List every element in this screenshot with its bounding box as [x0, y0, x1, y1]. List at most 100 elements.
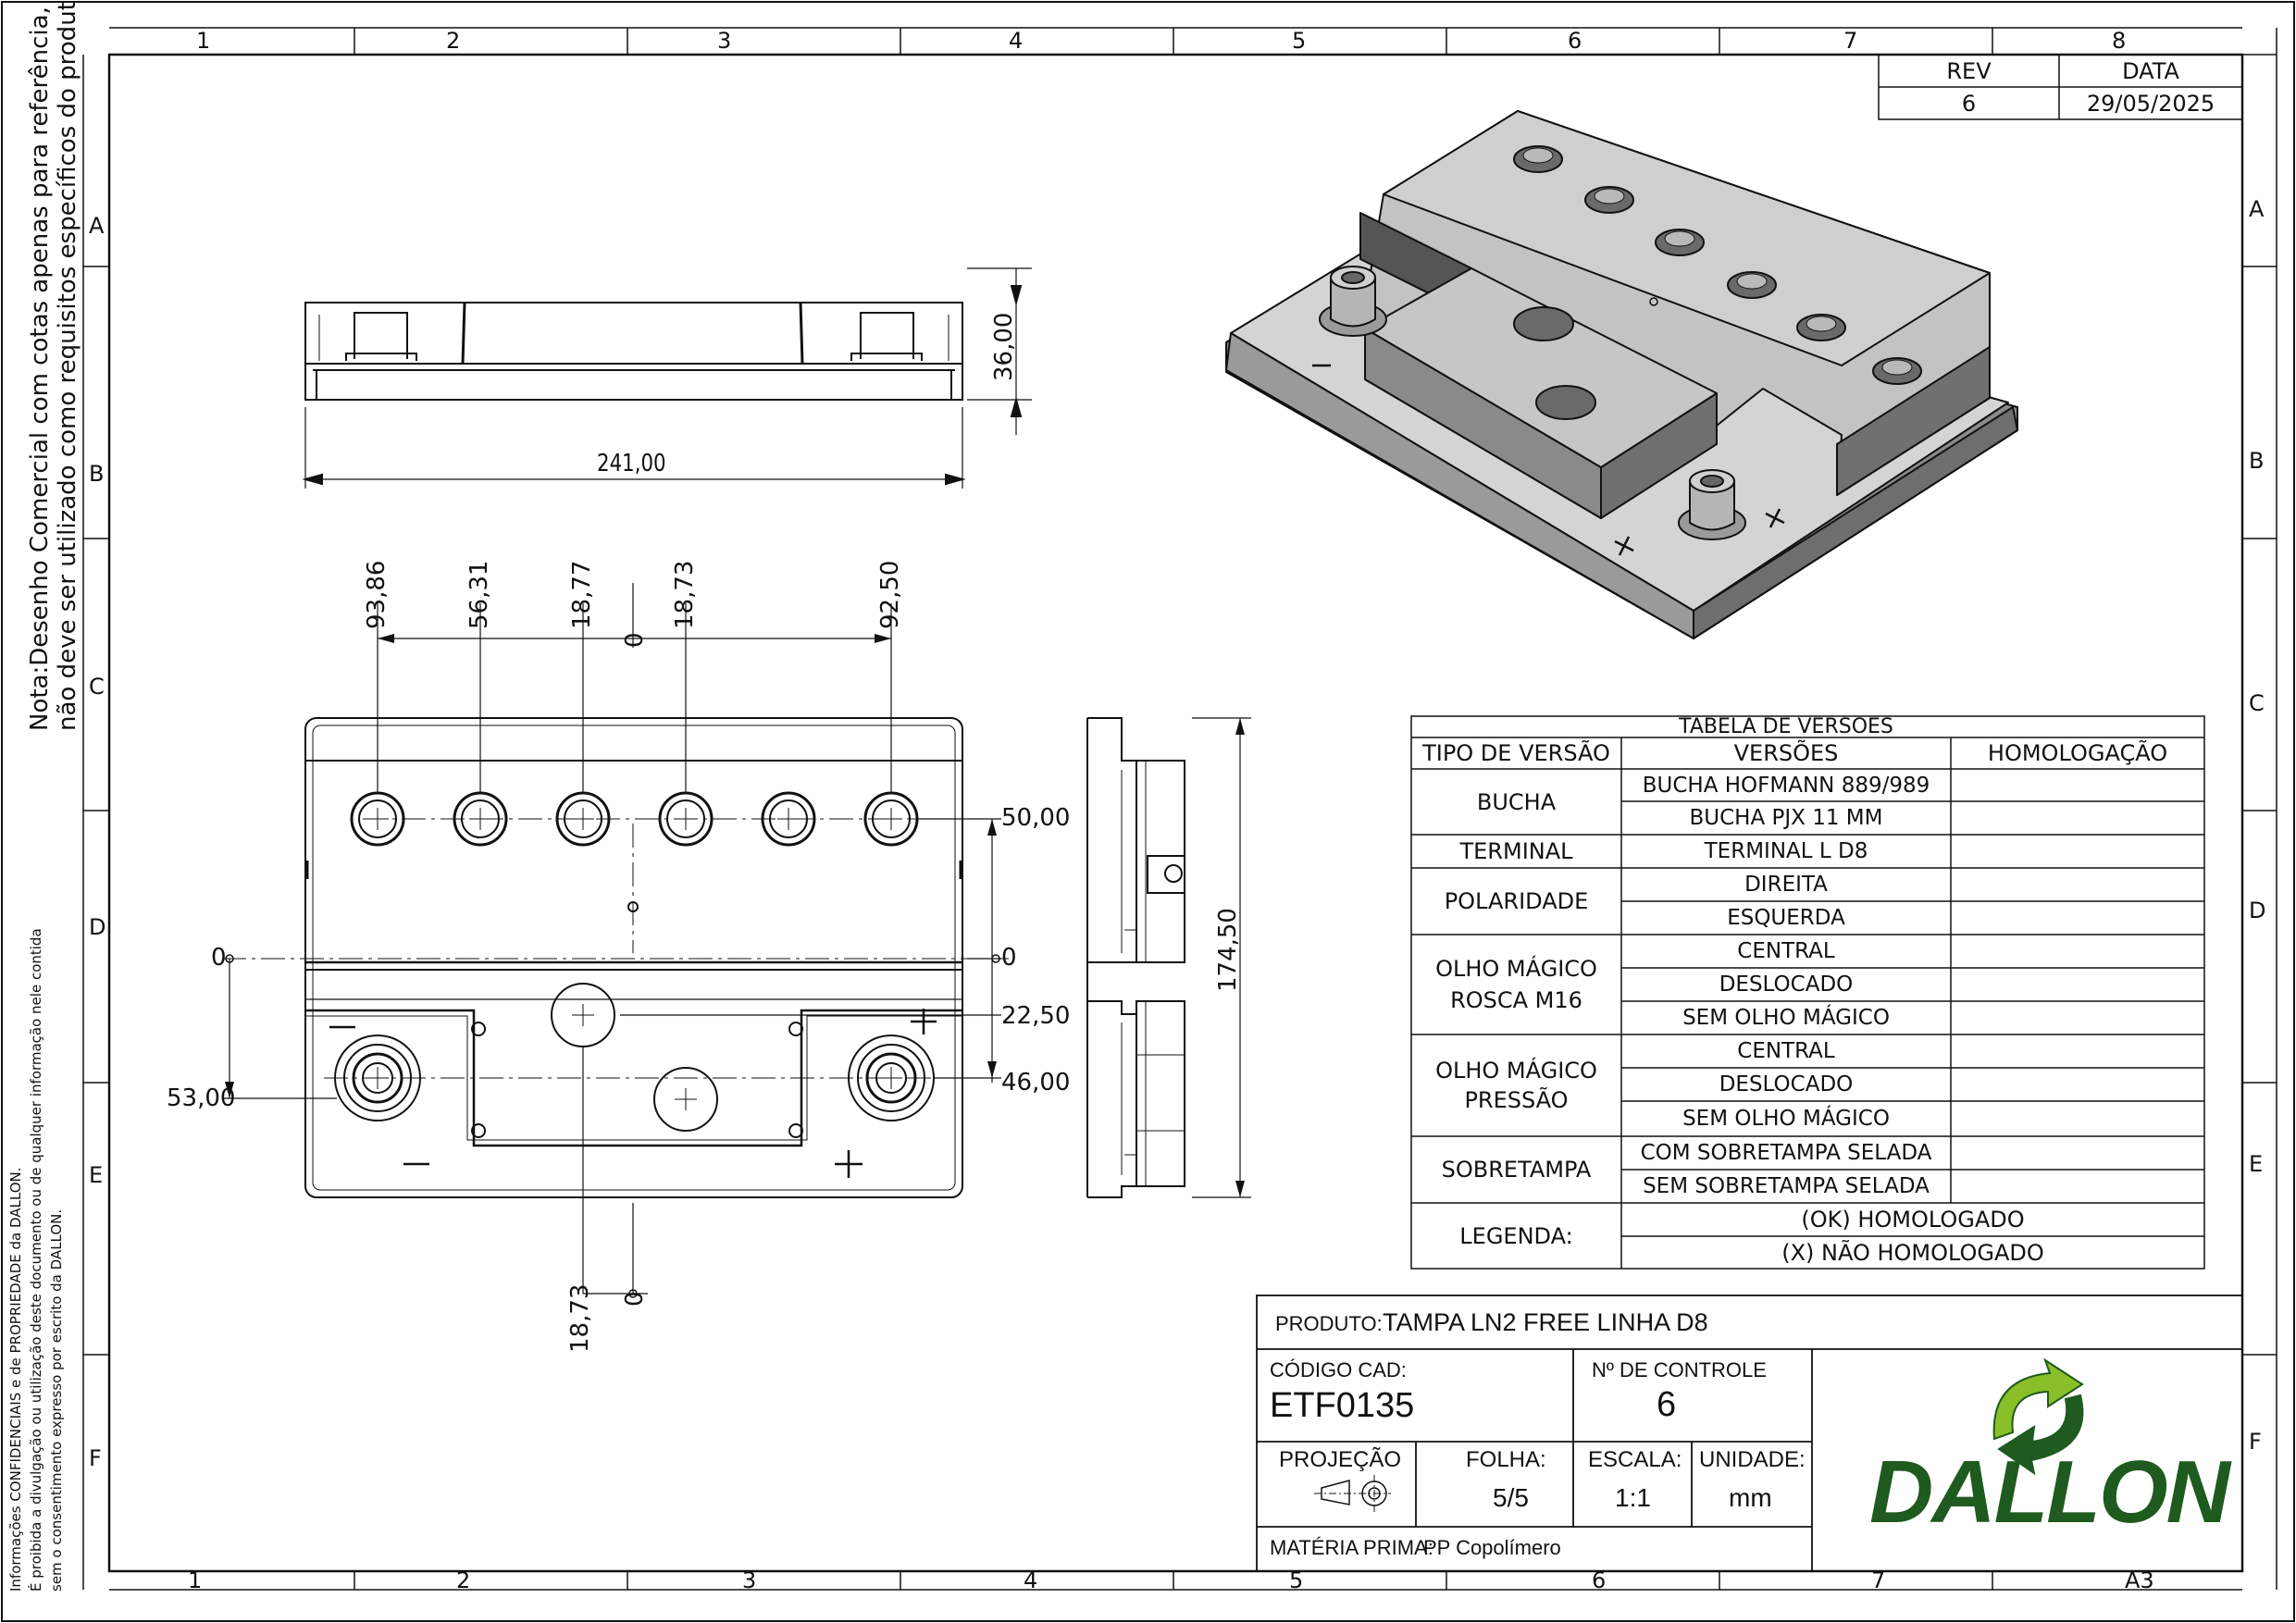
col-label-8: 8: [2112, 28, 2127, 54]
versions-header-type: TIPO DE VERSÃO: [1422, 740, 1610, 766]
legend-x: (X) NÃO HOMOLOGADO: [1781, 1239, 2044, 1266]
col-label-3: 3: [717, 28, 732, 54]
col-label-2-bottom: 2: [456, 1567, 471, 1593]
scale-label: ESCALA:: [1588, 1447, 1682, 1472]
col-label-6: 6: [1568, 28, 1582, 54]
iso-terminal-negative: [1319, 266, 1387, 337]
date-header: DATA: [2122, 57, 2179, 84]
scale-value: 1:1: [1615, 1483, 1651, 1512]
dim-22-50: 22,50: [1001, 1002, 1071, 1030]
projection-label: PROJEÇÃO: [1279, 1447, 1402, 1472]
versions-header-homologacao: HOMOLOGAÇÃO: [1987, 740, 2168, 766]
dim-241: 241,00: [597, 450, 666, 477]
row-label-e-right: E: [2249, 1151, 2264, 1177]
row-label-a-right: A: [2249, 196, 2265, 222]
version-row: DIREITA: [1744, 873, 1828, 897]
row-label-d-right: D: [2249, 898, 2266, 923]
zone-ticks: [82, 27, 2277, 1591]
versions-table-grid: [1410, 715, 2205, 1270]
cad-value: ETF0135: [1270, 1386, 1415, 1425]
material-value: PP Copolímero: [1423, 1536, 1561, 1559]
col-label-1: 1: [196, 28, 211, 54]
terminal-negative: [334, 1035, 421, 1121]
plan-view: [222, 583, 1009, 1298]
legend-label: LEGENDA:: [1459, 1222, 1573, 1249]
row-label-b: B: [89, 461, 105, 487]
version-row: SEM OLHO MÁGICO: [1682, 1107, 1890, 1131]
col-label-2: 2: [446, 28, 461, 54]
note-line-1: Nota:Desenho Comercial com cotas apenas …: [26, 6, 54, 731]
logo-text: DALLON: [1869, 1443, 2230, 1542]
col-label-1-bottom: 1: [188, 1567, 203, 1593]
dim-18-77: 18,77: [568, 560, 596, 629]
type-olho-magico-rosca-line2: ROSCA M16: [1450, 987, 1582, 1013]
dim-174-50: 174,50: [1214, 908, 1242, 992]
dim-36: 36,00: [990, 312, 1018, 381]
version-row: TERMINAL L D8: [1704, 839, 1868, 863]
dim-0-top: 0: [621, 632, 649, 648]
rev-header: REV: [1946, 57, 1992, 84]
version-row: BUCHA PJX 11 MM: [1689, 806, 1883, 830]
version-row: DESLOCADO: [1719, 1072, 1854, 1096]
isometric-view: [1225, 110, 2018, 639]
row-label-d: D: [89, 914, 106, 940]
dim-50: 50,00: [1001, 804, 1071, 832]
date-value: 29/05/2025: [2086, 90, 2215, 117]
row-label-a: A: [89, 213, 105, 239]
version-row: CENTRAL: [1737, 939, 1835, 963]
control-value: 6: [1657, 1385, 1677, 1424]
dim-92-50: 92,50: [876, 560, 904, 629]
row-label-c: C: [89, 674, 105, 700]
dim-18-73-bottom: 18,73: [566, 1283, 594, 1353]
product-label: PRODUTO:: [1275, 1312, 1383, 1335]
version-row: COM SOBRETAMPA SELADA: [1640, 1141, 1932, 1165]
version-row: DESLOCADO: [1719, 973, 1854, 997]
logo-icon: [1992, 1357, 2084, 1476]
versions-header-versions: VERSÕES: [1733, 740, 1839, 766]
type-terminal: TERMINAL: [1459, 838, 1573, 864]
type-olho-magico-pressao-line1: OLHO MÁGICO: [1435, 1058, 1597, 1084]
version-row: BUCHA HOFMANN 889/989: [1642, 773, 1930, 798]
sheet-label: FOLHA:: [1466, 1447, 1546, 1472]
row-label-c-right: C: [2249, 690, 2265, 716]
material-label: MATÉRIA PRIMA:: [1270, 1536, 1433, 1559]
versions-table-title: TABELA DE VERSÕES: [1679, 716, 1893, 737]
type-bucha: BUCHA: [1476, 788, 1557, 815]
type-polaridade: POLARIDADE: [1444, 888, 1589, 914]
col-label-6-bottom: 6: [1592, 1567, 1607, 1593]
rev-value: 6: [1961, 90, 1977, 117]
note-line-2: não deve ser utilizado como requisitos e…: [54, 0, 81, 731]
dim-0-right: 0: [1001, 944, 1017, 972]
row-label-f: F: [89, 1445, 102, 1471]
col-label-4: 4: [1009, 28, 1024, 54]
type-olho-magico-pressao-line2: PRESSÃO: [1464, 1087, 1569, 1113]
version-row: CENTRAL: [1737, 1039, 1835, 1063]
unit-value: mm: [1729, 1483, 1772, 1512]
sheet-value: 5/5: [1493, 1483, 1529, 1512]
type-olho-magico-rosca-line1: OLHO MÁGICO: [1435, 956, 1597, 982]
version-row: SEM SOBRETAMPA SELADA: [1643, 1174, 1930, 1198]
unit-label: UNIDADE:: [1699, 1447, 1806, 1472]
control-label: Nº DE CONTROLE: [1592, 1358, 1767, 1381]
iso-terminal-positive: [1678, 469, 1746, 540]
version-row: SEM OLHO MÁGICO: [1682, 1006, 1890, 1030]
row-label-f-right: F: [2249, 1429, 2262, 1455]
col-label-7: 7: [1843, 28, 1858, 54]
dim-46: 46,00: [1001, 1069, 1071, 1096]
dim-0-bottom: 0: [621, 1291, 649, 1307]
confidential-line-2: É proibida a divulgação ou utilização de…: [28, 928, 44, 1592]
dim-18-73-top: 18,73: [671, 560, 699, 629]
drawing-frame: [107, 53, 2244, 1573]
paper-size: A3: [2125, 1567, 2154, 1593]
col-label-3-bottom: 3: [742, 1567, 757, 1593]
dim-93-86: 93,86: [363, 560, 391, 629]
dim-0-left: 0: [211, 944, 227, 972]
legend-ok: (OK) HOMOLOGADO: [1801, 1207, 2025, 1233]
revision-table: [1878, 54, 2243, 120]
confidential-line-1: Informações CONFIDENCIAIS e de PROPRIEDA…: [7, 1167, 24, 1592]
dim-53: 53,00: [167, 1084, 236, 1112]
side-view: [1086, 717, 1251, 1198]
product-value: TAMPA LN2 FREE LINHA D8: [1383, 1308, 1708, 1336]
title-block-grid: [1256, 1295, 2243, 1572]
